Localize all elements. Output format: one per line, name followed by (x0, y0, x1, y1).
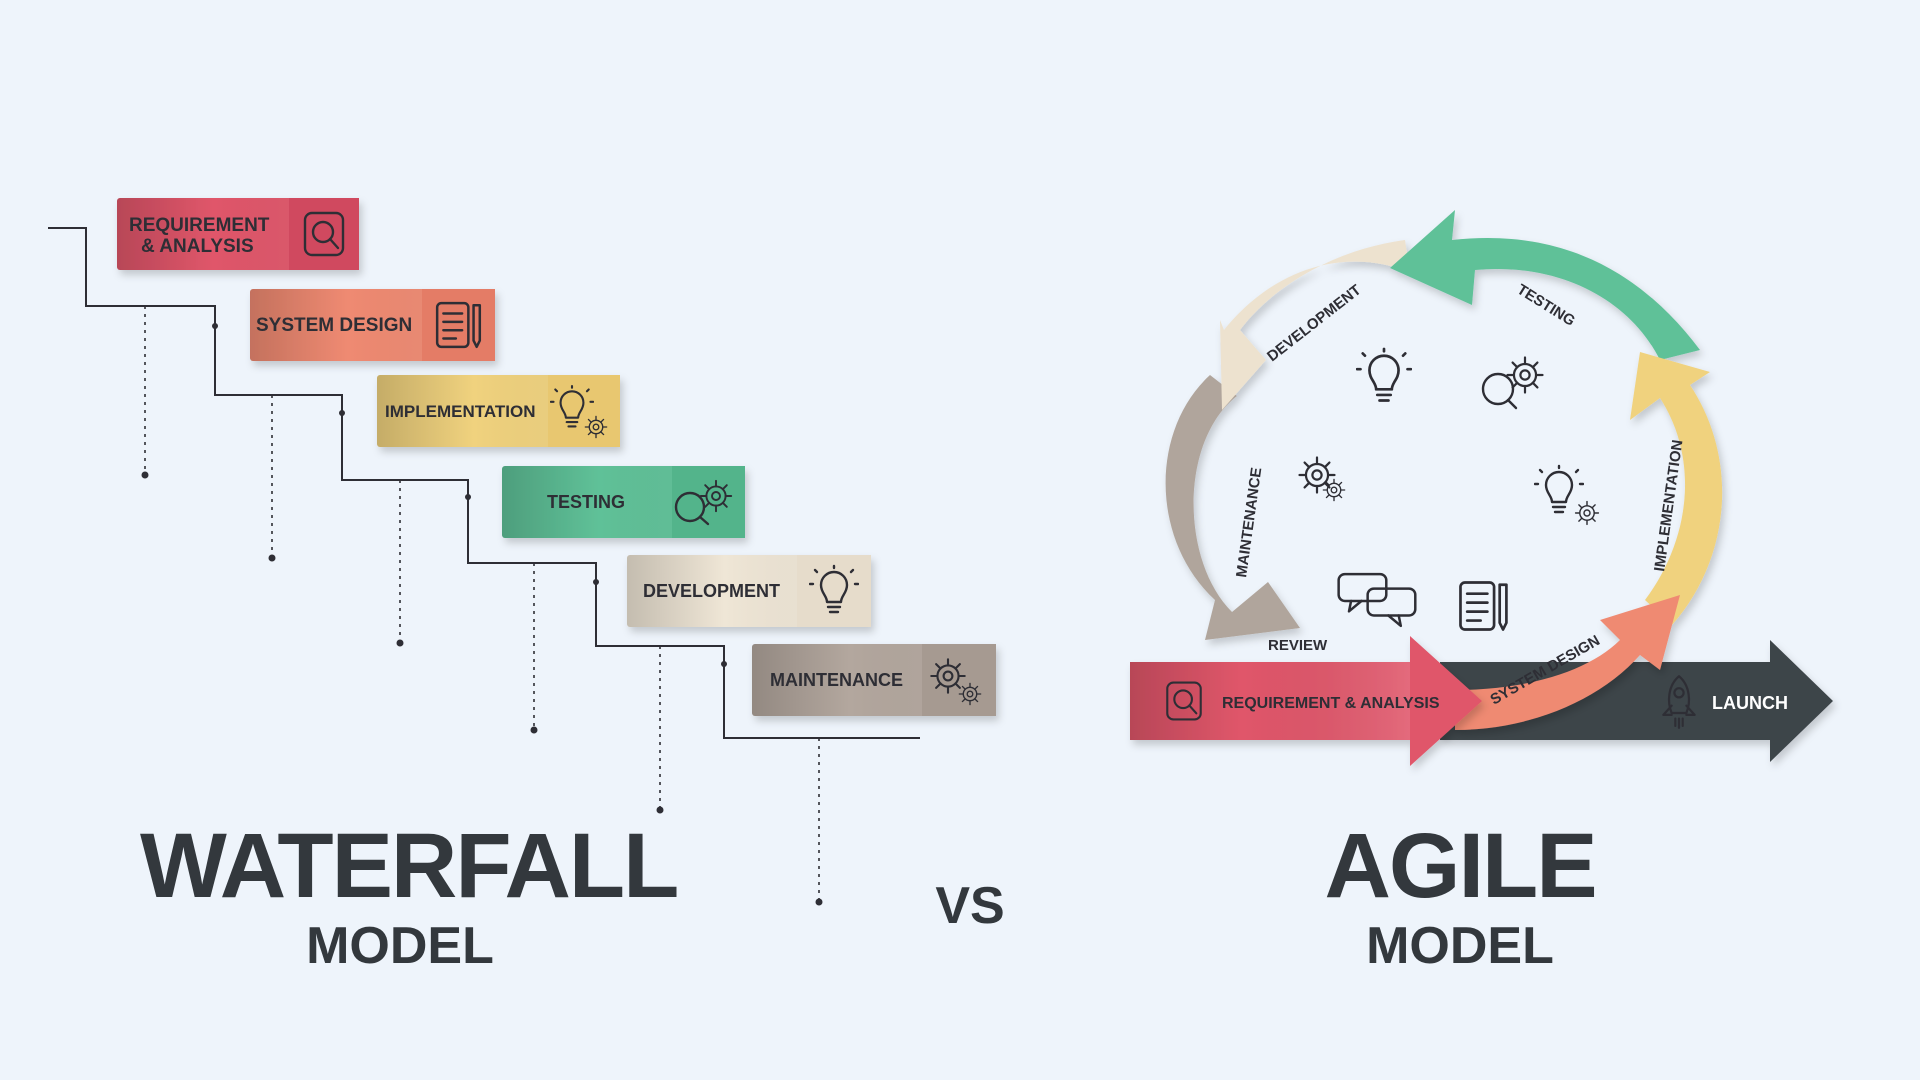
waterfall-step-requirement: REQUIREMENT & ANALYSIS (117, 198, 359, 270)
agile-system-design-arrow (1455, 595, 1680, 730)
agile-inner-icons (1298, 347, 1600, 631)
agile-subtitle: MODEL (1366, 917, 1554, 975)
step-label: MAINTENANCE (770, 670, 903, 690)
agile-diagram: LAUNCH REQUIREMENT & ANALYSIS DEVELOPMEN… (1130, 210, 1833, 766)
search-icon (1481, 372, 1515, 406)
agile-testing-arrow (1390, 210, 1700, 360)
vs-label: VS (935, 877, 1005, 935)
waterfall-step-maintenance: MAINTENANCE (752, 644, 996, 716)
waterfall-step-system-design: SYSTEM DESIGN (250, 289, 495, 361)
document-pencil-icon (1459, 581, 1508, 631)
testing-label: TESTING (1514, 281, 1578, 330)
waterfall-drop-lines (85, 228, 820, 902)
agile-launch-arrow: LAUNCH (1440, 640, 1833, 762)
agile-development-arrow (1220, 240, 1410, 410)
waterfall-step-development: DEVELOPMENT (627, 555, 871, 627)
agile-maintenance-arrow (1165, 375, 1300, 640)
gear-icon (1506, 356, 1544, 394)
waterfall-subtitle: MODEL (306, 917, 494, 975)
waterfall-step-implementation: IMPLEMENTATION (377, 375, 620, 447)
step-label-line2: & ANALYSIS (141, 236, 254, 257)
gear-icon (1298, 456, 1336, 494)
step-label-line1: REQUIREMENT (129, 215, 270, 236)
launch-label: LAUNCH (1712, 693, 1788, 713)
chat-bubbles-icon (1337, 572, 1417, 628)
waterfall-connectors (48, 227, 920, 739)
development-label: DEVELOPMENT (1264, 281, 1364, 365)
search-icon (674, 491, 706, 523)
agile-title: AGILE (1324, 815, 1597, 917)
gear-icon-small (1574, 500, 1600, 526)
agile-implementation-arrow (1630, 352, 1723, 625)
waterfall-title: WATERFALL (140, 815, 679, 917)
agile-requirement-arrow: REQUIREMENT & ANALYSIS (1130, 636, 1482, 766)
waterfall-dots (141, 323, 823, 906)
gear-icon-small (1322, 478, 1346, 502)
step-label: DEVELOPMENT (643, 581, 780, 601)
waterfall-diagram: REQUIREMENT & ANALYSIS SYSTEM DESIGN IMP… (48, 198, 996, 906)
requirement-label: REQUIREMENT & ANALYSIS (1222, 695, 1440, 712)
lightbulb-icon (1534, 464, 1584, 514)
step-label: TESTING (547, 492, 625, 512)
lightbulb-icon (1356, 347, 1412, 403)
review-label: REVIEW (1268, 637, 1328, 654)
step-label: IMPLEMENTATION (385, 402, 535, 421)
maintenance-label: MAINTENANCE (1233, 466, 1265, 578)
agile-cycle (1165, 210, 1723, 730)
waterfall-step-testing: TESTING (502, 466, 745, 538)
step-label: SYSTEM DESIGN (256, 315, 412, 336)
